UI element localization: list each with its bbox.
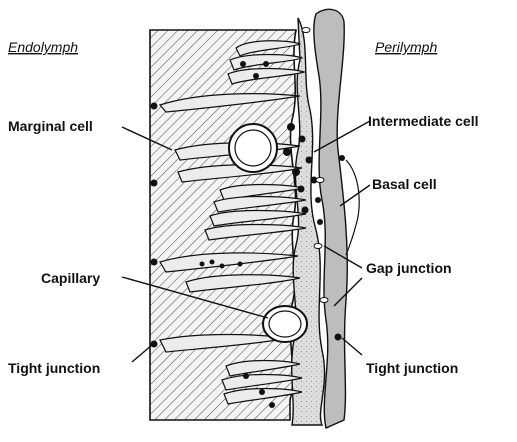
capillary-upper xyxy=(229,124,277,172)
tight-junction-left-label: Tight junction xyxy=(8,360,100,376)
perilymph-header: Perilymph xyxy=(375,39,437,55)
tight-junction-right-label: Tight junction xyxy=(366,360,458,376)
leader-basal-cell xyxy=(340,185,370,206)
leader-tight-junction-left xyxy=(132,345,152,362)
endolymph-header: Endolymph xyxy=(8,39,78,55)
marginal-cell-label: Marginal cell xyxy=(8,118,93,134)
capillary-label: Capillary xyxy=(41,270,100,286)
gap-junction-label: Gap junction xyxy=(366,260,452,276)
intermediate-cell-label: Intermediate cell xyxy=(368,113,479,129)
capillary-lower xyxy=(263,306,307,342)
basal-cell-label: Basal cell xyxy=(372,176,437,192)
